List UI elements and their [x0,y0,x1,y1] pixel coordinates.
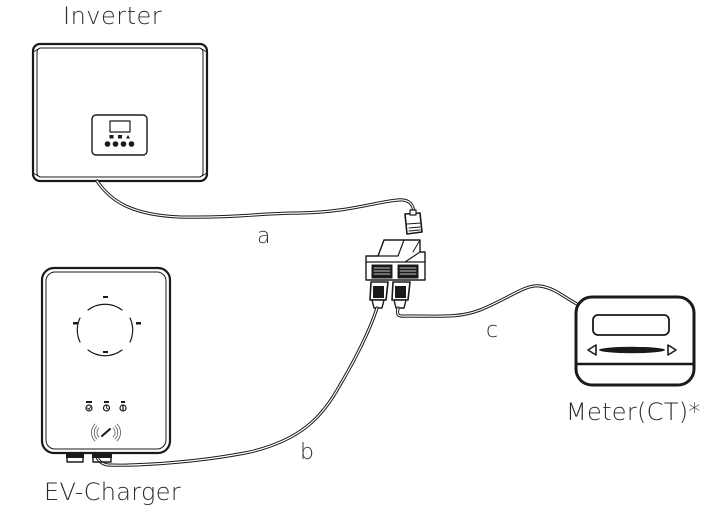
ev-charger-device [40,266,172,463]
charger-indicator-icons [85,401,127,412]
meter-device [574,295,696,387]
rj45-plug-c-icon [391,281,411,309]
rj45-splitter [365,239,426,281]
inverter-device [31,42,209,183]
cable-c-label: c [486,318,499,343]
cable-b [94,306,379,467]
ev-charger-label: EV-Charger [44,478,181,506]
rj45-plug-b-icon [369,281,389,309]
rj45-plug-icon [404,209,423,235]
charger-status-ring [76,303,134,357]
cable-c [395,284,579,318]
cable-b-label: b [300,440,314,465]
meter-label: Meter(CT)* [566,398,701,426]
cable-a-label: a [257,224,271,249]
rfid-icon [91,423,121,442]
inverter-display-panel [91,114,148,156]
cable-glands [66,453,112,463]
inverter-label: Inverter [63,2,163,30]
meter-arrows-icon [587,344,677,356]
cable-a [95,179,416,219]
